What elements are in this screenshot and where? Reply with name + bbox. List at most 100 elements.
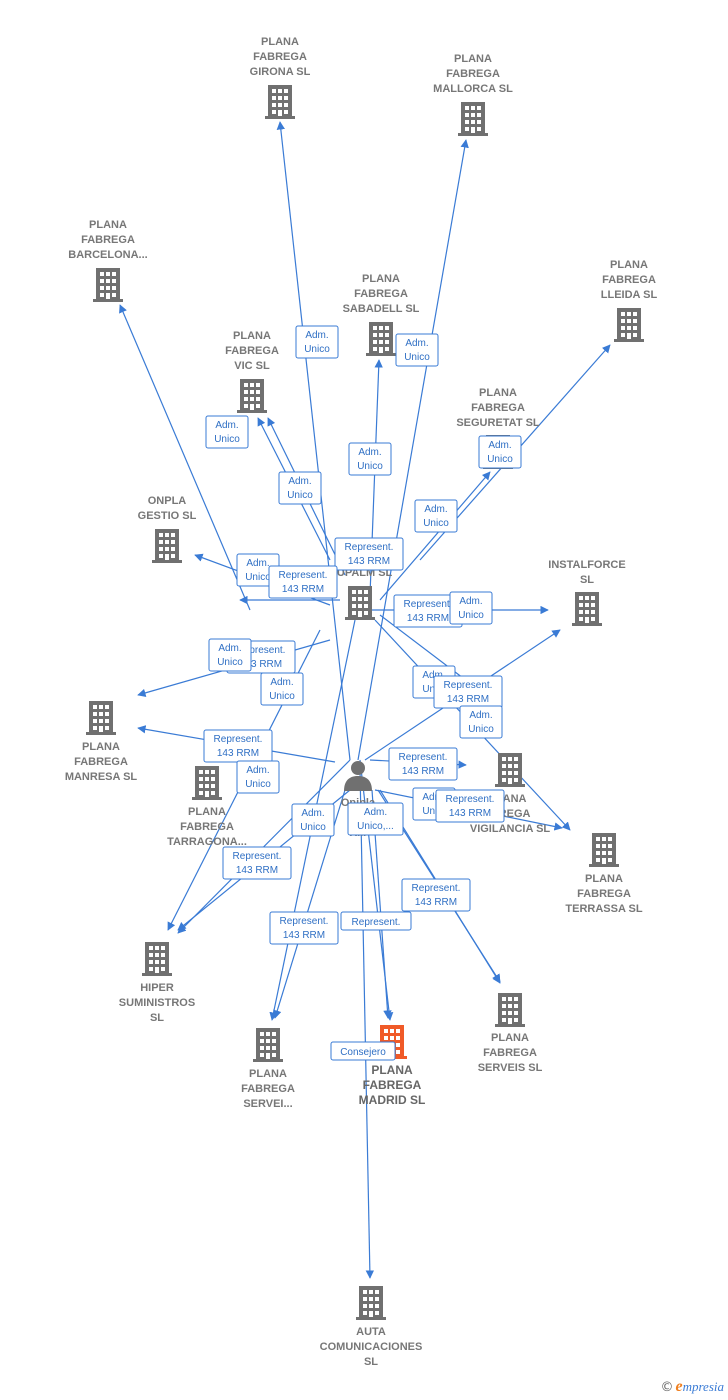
edge-label-text: Adm. — [301, 808, 324, 819]
node-label-line: SL — [150, 1012, 164, 1024]
edge-label-l12[interactable]: Adm. Unico — [449, 591, 493, 625]
edge-label-text: Adm. — [288, 476, 311, 487]
edge-label-l29[interactable]: Represent. — [340, 911, 412, 931]
edge-label-l11[interactable]: Represent.143 RRM — [393, 594, 463, 628]
relation-edge-1 — [276, 121, 351, 761]
edge-label-l7[interactable]: Adm.Unico — [414, 499, 458, 533]
building-icon — [495, 993, 525, 1027]
edge-label-text: Adm. — [469, 710, 492, 721]
edge-label-text: Unico — [217, 657, 243, 668]
edge-label-l1[interactable]: Adm.Unico — [295, 325, 339, 359]
edge-label-box — [395, 333, 439, 367]
edge-label-text: Adm. — [218, 643, 241, 654]
edge-label-l15[interactable]: Adm.Unico — [260, 672, 304, 706]
edge-label-l17[interactable]: Represent.143 RRM — [433, 675, 503, 709]
node-label-line: FABREGA — [180, 821, 234, 833]
edge-label-l2[interactable]: Adm.Unico — [395, 333, 439, 367]
edge-label-box — [222, 846, 292, 880]
edge-label-text: Represent. — [237, 645, 286, 656]
empresia-brand[interactable]: ©empresia — [660, 1378, 724, 1396]
edge-label-text: Adm. — [422, 670, 445, 681]
edge-label-box — [208, 638, 252, 672]
edge-label-box — [459, 705, 503, 739]
edge-label-text: Represent. — [404, 599, 453, 610]
building-icon — [614, 308, 644, 342]
edge-label-l21[interactable]: Adm.Unico — [236, 760, 280, 794]
edge-label-text: 143 RRM — [283, 930, 325, 941]
edge-label-text: Adm. — [459, 596, 482, 607]
edge-label-l26[interactable]: Represent.143 RRM — [222, 846, 292, 880]
edge-label-l14[interactable]: Adm. Unico — [208, 638, 252, 672]
node-label-line: COMUNICACIONES — [320, 1341, 423, 1353]
edge-label-text: Adm. — [488, 440, 511, 451]
edge-label-l25[interactable]: Adm.Unico,... — [347, 802, 404, 836]
edge-label-box — [401, 878, 471, 912]
edge-label-l4[interactable]: Adm.Unico — [348, 442, 392, 476]
edge-label-l30[interactable]: Consejero — [330, 1041, 396, 1061]
edge-label-text: Unico — [458, 610, 484, 621]
edge-label-text: Represent. — [279, 570, 328, 581]
edge-label-text: Consejero — [340, 1047, 386, 1058]
edge-label-box — [334, 537, 404, 571]
edge-label-l23[interactable]: Represent.143 RRM — [435, 789, 505, 823]
edge-label-l6[interactable]: Adm.Unico — [478, 435, 522, 469]
edge-label-text: Represent. — [345, 542, 394, 553]
edge-label-l5[interactable]: Adm.Unico — [278, 471, 322, 505]
edge-label-text: Adm. — [246, 765, 269, 776]
node-label-line: FABREGA — [602, 274, 656, 286]
edge-label-box — [478, 435, 522, 469]
node-label-line: PLANA — [362, 273, 400, 285]
edge-label-l28[interactable]: Represent.143 RRM — [269, 911, 339, 945]
edge-label-l19[interactable]: Represent.143 RRM — [203, 729, 273, 763]
edge-label-l8[interactable]: Represent.143 RRM — [334, 537, 404, 571]
building-icon — [572, 592, 602, 626]
edge-label-text: 143 RRM — [415, 897, 457, 908]
node-label-line: TARRAGONA... — [167, 836, 247, 848]
edge-label-l24[interactable]: Adm.Unico — [291, 803, 335, 837]
edge-label-l10[interactable]: Represent.143 RRM — [268, 565, 338, 599]
edge-label-text: Unico — [245, 572, 271, 583]
edge-label-text: Unico — [269, 691, 295, 702]
edge-label-l20[interactable]: Represent.143 RRM — [388, 747, 458, 781]
node-label-line: FABREGA — [74, 756, 128, 768]
node-label-line: BARCELONA... — [68, 249, 147, 261]
node-label-line: PLANA — [491, 1032, 529, 1044]
building-icon — [366, 322, 396, 356]
edge-label-l27[interactable]: Represent.143 RRM — [401, 878, 471, 912]
edge-label-text: Unico — [214, 434, 240, 445]
node-label-line: FABREGA — [471, 402, 525, 414]
edge-label-l3[interactable]: Adm.Unico — [205, 415, 249, 449]
edge-label-text: Unico — [468, 724, 494, 735]
edge-label-l18[interactable]: Adm. Unico — [459, 705, 503, 739]
copyright-icon: © — [660, 1380, 674, 1395]
node-label-line: MALLORCA SL — [433, 83, 513, 95]
